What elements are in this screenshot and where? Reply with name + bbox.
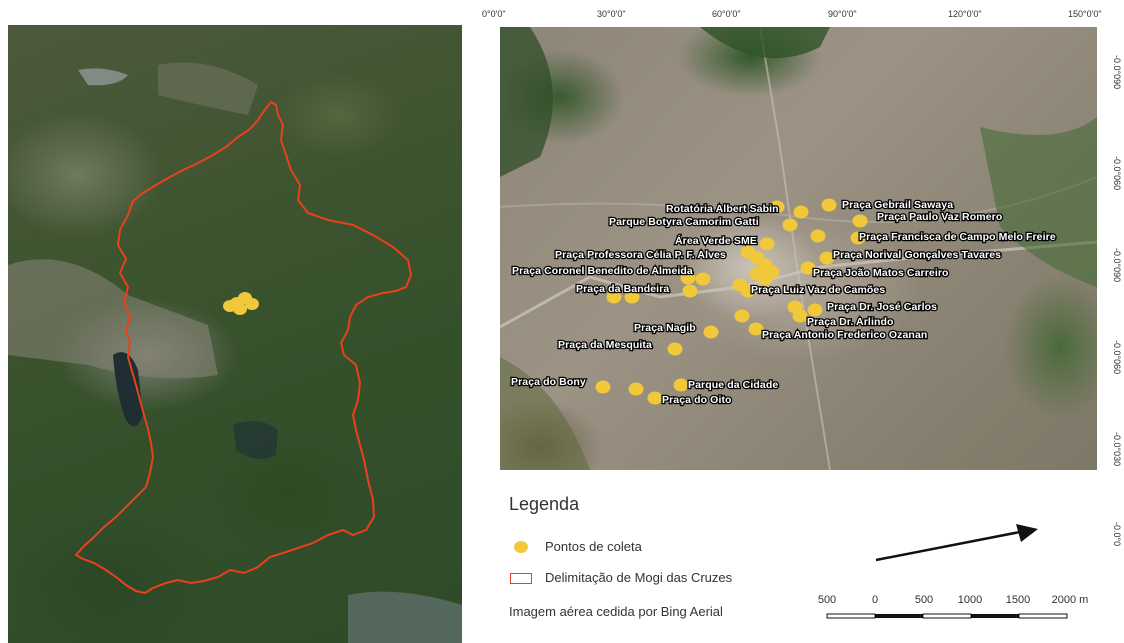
- collection-point: [223, 300, 237, 312]
- coast-area: [348, 591, 462, 643]
- scale-label: 500: [914, 594, 934, 606]
- legend-title: Legenda: [509, 494, 580, 514]
- top-coordinate-tick: 0°0'0": [482, 9, 506, 19]
- north-arrow-icon: [875, 524, 1038, 562]
- lake: [78, 68, 128, 86]
- collection-point-swatch: [514, 541, 528, 553]
- top-coordinate-tick: 90°0'0": [828, 9, 857, 19]
- side-coordinate-tick: -0.0°090: [1112, 248, 1122, 283]
- forest: [700, 27, 830, 59]
- scale-label: 1500: [1005, 594, 1031, 606]
- scale-label: 0: [871, 594, 879, 606]
- imagery-credit: Imagem aérea cedida por Bing Aerial: [509, 604, 723, 619]
- side-coordinate-tick: -0.0°060: [1112, 340, 1122, 375]
- overview-map: [8, 25, 462, 643]
- side-coordinate-tick: -0.0°090: [1112, 55, 1122, 90]
- forest: [980, 117, 1097, 287]
- reservoir: [233, 421, 278, 459]
- scale-label: 2000 m: [1051, 594, 1089, 606]
- legend-point-label: Pontos de coleta: [545, 539, 642, 554]
- forest: [500, 27, 553, 177]
- detail-map-svg: [500, 27, 1097, 470]
- municipality-boundary: [74, 100, 413, 595]
- side-coordinate-tick: -0.0°060: [1112, 156, 1122, 191]
- reservoir: [113, 352, 143, 427]
- urban-area: [158, 62, 258, 115]
- overview-map-svg: [8, 62, 462, 643]
- collection-point: [245, 298, 259, 310]
- road: [759, 27, 831, 470]
- side-coordinate-tick: -0.0°0: [1112, 522, 1122, 547]
- boundary-swatch: [510, 573, 532, 584]
- collection-points-cluster: [223, 292, 259, 315]
- scale-label: 500: [817, 594, 837, 606]
- legend-boundary-label: Delimitação de Mogi das Cruzes: [545, 570, 733, 585]
- urban-area: [8, 259, 218, 379]
- side-coordinate-tick: -0.0°030: [1112, 432, 1122, 467]
- scale-label: 1000: [957, 594, 983, 606]
- scale-bar: [826, 613, 1068, 619]
- forest: [500, 357, 590, 470]
- top-coordinate-tick: 120°0'0": [948, 9, 982, 19]
- top-coordinate-tick: 150°0'0": [1068, 9, 1102, 19]
- top-coordinate-tick: 60°0'0": [712, 9, 741, 19]
- highway: [500, 240, 1097, 329]
- top-coordinate-tick: 30°0'0": [597, 9, 626, 19]
- detail-map: [500, 27, 1097, 470]
